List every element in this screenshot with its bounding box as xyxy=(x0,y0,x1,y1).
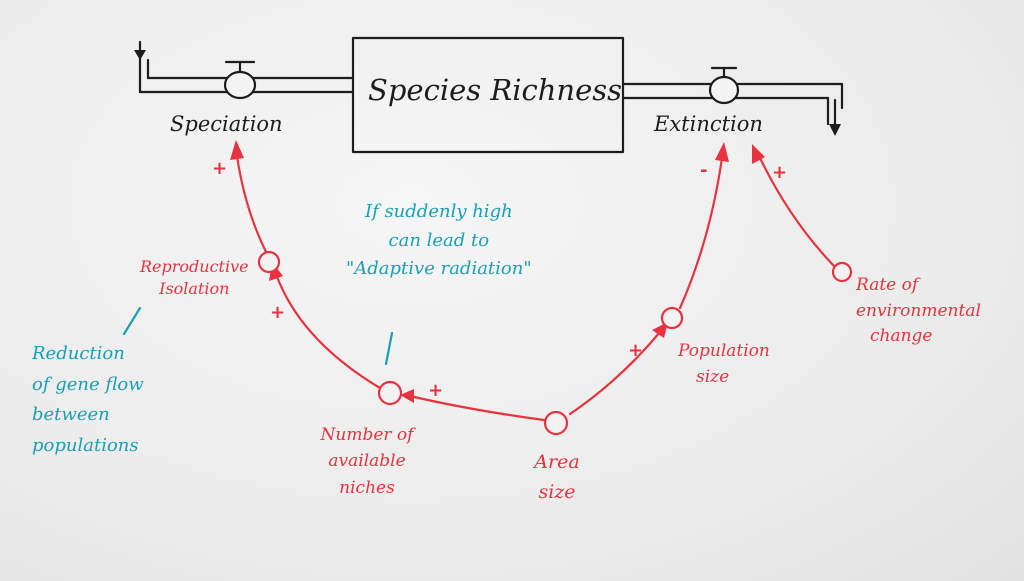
label-reproductive-isolation-line-1: Reproductive xyxy=(140,257,249,276)
link-area-niches xyxy=(408,394,546,422)
link-niches-isolation xyxy=(274,272,382,390)
polarity-population-extinction: - xyxy=(700,160,708,181)
node-population-size xyxy=(660,306,684,330)
polarity-area-population: + xyxy=(628,340,644,361)
label-niches-line-1: Number of xyxy=(320,425,414,445)
link-area-population xyxy=(568,330,662,416)
outflow-valve-icon xyxy=(708,66,740,105)
pointer-gene-flow xyxy=(122,306,142,336)
label-area-size: Area size xyxy=(522,451,592,504)
label-reproductive-isolation: Reproductive Isolation xyxy=(140,257,249,299)
label-environment-line-1: Rate of xyxy=(856,275,919,295)
annotation-gene-line-1: Reduction xyxy=(32,343,125,364)
stock-box xyxy=(351,36,625,154)
stock-label: Species Richness xyxy=(368,73,623,107)
arrowhead-speciation xyxy=(230,140,244,160)
polarity-niches-isolation: + xyxy=(270,302,286,323)
label-niches-line-2: available xyxy=(328,450,406,471)
outflow-sink-arrowhead xyxy=(829,124,841,136)
pointer-adaptive-radiation xyxy=(384,331,394,366)
link-isolation-speciation xyxy=(235,154,269,256)
polarity-area-niches: + xyxy=(428,380,444,401)
label-population-size: Population size xyxy=(678,341,770,387)
polarity-environment-extinction: + xyxy=(772,162,788,183)
label-area-line-2: size xyxy=(538,480,576,503)
annotation-gene-line-4: populations xyxy=(32,435,139,457)
label-environmental-change: Rate of environmental change xyxy=(856,275,981,347)
arrowhead-population xyxy=(652,322,668,338)
arrowhead-extinction-right xyxy=(752,144,765,164)
label-population-line-1: Population xyxy=(678,341,770,361)
inflow-valve-icon xyxy=(223,60,257,100)
label-number-of-niches: Number of available niches xyxy=(312,425,422,499)
annotation-gene-line-3: between xyxy=(32,404,110,426)
link-environment-extinction xyxy=(758,156,836,268)
link-population-extinction xyxy=(678,156,724,310)
annotation-gene-line-2: of gene flow xyxy=(32,373,144,395)
annotation-adaptive-line-3: "Adaptive radiation" xyxy=(346,258,532,280)
inflow-label: Speciation xyxy=(170,112,283,136)
outflow-pipe xyxy=(621,82,844,126)
node-reproductive-isolation xyxy=(257,250,281,274)
node-area-size xyxy=(543,410,569,436)
node-environmental-change xyxy=(831,261,853,283)
annotation-adaptive-radiation: If suddenly high can lead to "Adaptive r… xyxy=(346,201,532,280)
polarity-isolation-speciation: + xyxy=(212,158,228,179)
node-number-of-niches xyxy=(377,380,403,406)
label-environment-line-2: environmental xyxy=(856,300,981,321)
inflow-source-arrowhead xyxy=(134,50,146,60)
label-niches-line-3: niches xyxy=(339,478,395,499)
label-population-line-2: size xyxy=(696,366,730,387)
arrowhead-niches xyxy=(400,389,414,403)
annotation-adaptive-line-1: If suddenly high xyxy=(364,201,513,222)
outflow-label: Extinction xyxy=(654,112,763,136)
label-environment-line-3: change xyxy=(870,326,933,347)
annotation-adaptive-line-2: can lead to xyxy=(388,229,490,251)
arrowhead-extinction-left xyxy=(715,142,729,162)
label-area-line-1: Area xyxy=(534,451,580,473)
annotation-gene-flow: Reduction of gene flow between populatio… xyxy=(32,343,144,457)
label-reproductive-isolation-line-2: Isolation xyxy=(159,279,230,299)
